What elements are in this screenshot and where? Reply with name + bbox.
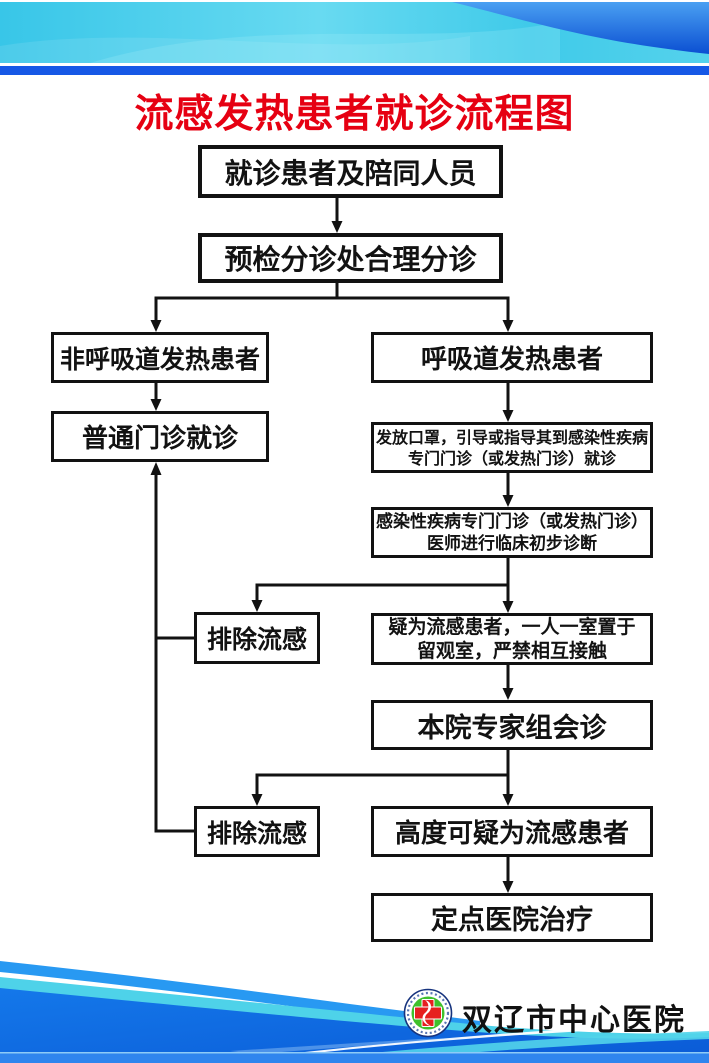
- footer-wave-banner: [0, 961, 709, 1063]
- flow-node-label: 呼吸道发热患者: [420, 345, 603, 375]
- poster-title: 流感发热患者就诊流程图: [134, 92, 575, 137]
- hospital-name: 双辽市中心医院: [462, 1003, 686, 1038]
- flow-node-label: 预检分诊处合理分诊: [224, 243, 477, 276]
- flow-node-label-line2: 留观室，严禁相互接触: [416, 640, 607, 662]
- flow-node-label-line1: 疑为流感患者，一人一室置于: [388, 616, 636, 638]
- flow-node-exclude-flu-2: 排除流感: [194, 806, 320, 857]
- flow-node-label-line2: 专门门诊（或发热门诊）就诊: [407, 448, 616, 468]
- flow-node-respiratory: 呼吸道发热患者: [371, 332, 653, 383]
- flow-node-label: 排除流感: [206, 818, 307, 848]
- flow-node-designated-hospital: 定点医院治疗: [371, 893, 653, 942]
- flow-node-label: 本院专家组会诊: [417, 712, 607, 744]
- flow-node-label: 普通门诊就诊: [81, 424, 238, 454]
- flow-node-label: 高度可疑为流感患者: [394, 819, 629, 849]
- flow-node-label-line1: 感染性疾病专门门诊（或发热门诊）: [376, 511, 648, 532]
- top-wave-banner: [0, 2, 709, 63]
- divider-bar: [0, 66, 709, 75]
- flow-node-suspected-flu: 疑为流感患者，一人一室置于 留观室，严禁相互接触: [371, 613, 653, 665]
- hospital-logo: [403, 988, 453, 1038]
- flow-node-triage: 预检分诊处合理分诊: [198, 233, 503, 283]
- flow-node-label-line1: 发放口罩，引导或指导其到感染性疾病: [375, 427, 648, 447]
- flow-node-label: 就诊患者及陪同人员: [224, 156, 477, 190]
- flow-node-mask-guide: 发放口罩，引导或指导其到感染性疾病 专门门诊（或发热门诊）就诊: [371, 422, 653, 473]
- flow-node-label: 定点医院治疗: [431, 905, 593, 936]
- flow-node-infectious-clinic: 感染性疾病专门门诊（或发热门诊） 医师进行临床初步诊断: [371, 507, 653, 558]
- flow-node-label: 排除流感: [206, 625, 307, 654]
- flow-node-start: 就诊患者及陪同人员: [198, 145, 503, 198]
- flow-node-label-line2: 医师进行临床初步诊断: [427, 533, 597, 554]
- flow-node-highly-suspected: 高度可疑为流感患者: [371, 806, 653, 857]
- flow-node-exclude-flu-1: 排除流感: [194, 612, 320, 664]
- flow-node-expert-panel: 本院专家组会诊: [371, 700, 653, 750]
- flow-node-label: 非呼吸道发热患者: [59, 344, 260, 374]
- flow-node-general-clinic: 普通门诊就诊: [51, 411, 269, 462]
- flow-node-non-respiratory: 非呼吸道发热患者: [51, 332, 269, 383]
